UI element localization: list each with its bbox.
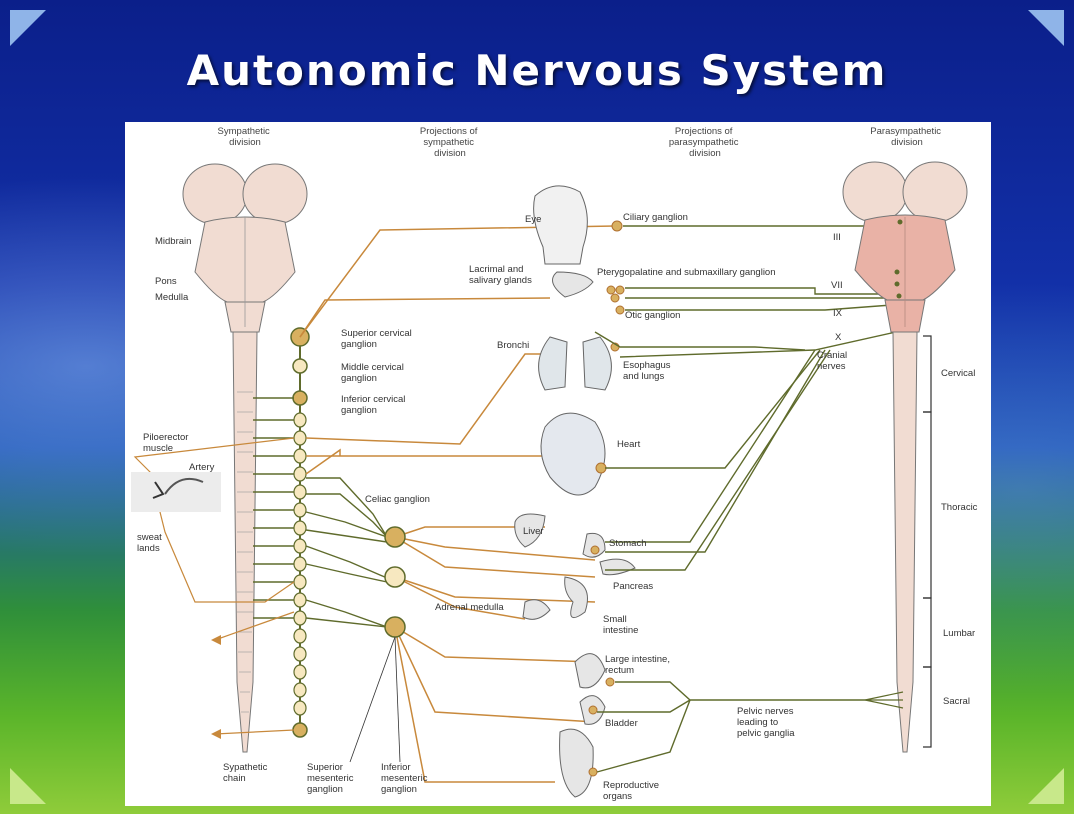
label-region-sacral: Sacral <box>943 696 970 707</box>
large-intestine-illustration <box>575 654 605 688</box>
label-region-cervical: Cervical <box>941 368 975 379</box>
celiac-ganglion-node <box>385 527 405 547</box>
label-superior-mesenteric-ganglion: Superior mesenteric ganglion <box>307 762 356 795</box>
region-brackets <box>923 336 931 747</box>
slide-title: Autonomic Nervous System <box>0 46 1074 95</box>
label-pancreas: Pancreas <box>613 581 653 592</box>
label-cranial-nerves: Cranial nerves <box>817 350 850 372</box>
left-lung <box>539 337 567 390</box>
label-region-thoracic: Thoracic <box>941 502 978 513</box>
superior-mesenteric-ganglion-node <box>385 567 405 587</box>
label-small-intestine: Small intestine <box>603 614 638 636</box>
parasympathetic-terminal-ganglia <box>589 221 624 776</box>
label-celiac-ganglion: Celiac ganglion <box>365 494 430 505</box>
corner-decoration <box>1028 10 1064 46</box>
label-lacrimal-salivary: Lacrimal and salivary glands <box>469 264 532 286</box>
diagram-svg: Sympathetic division Projections of symp… <box>125 122 991 806</box>
label-pelvic-nerves: Pelvic nerves leading to pelvic ganglia <box>737 706 796 739</box>
sympathetic-brain <box>183 164 307 332</box>
header-parasympathetic-division: Parasympathetic division <box>870 126 943 148</box>
parasympathetic-brain <box>843 162 967 332</box>
label-reproductive-organs: Reproductive organs <box>603 780 662 802</box>
label-stomach: Stomach <box>609 538 647 549</box>
label-sweat-glands: sweat lands <box>137 532 164 554</box>
small-intestine-illustration <box>565 577 588 618</box>
label-adrenal-medulla: Adrenal medulla <box>435 602 504 613</box>
label-sympathetic-chain: Sypathetic chain <box>223 762 270 784</box>
label-region-lumbar: Lumbar <box>943 628 975 639</box>
adrenal-illustration <box>523 600 550 620</box>
autonomic-diagram: Sympathetic division Projections of symp… <box>125 122 991 806</box>
label-cn-vii: VII <box>831 280 843 291</box>
label-pterygopalatine-ganglion: Pterygopalatine and submaxillary ganglio… <box>597 267 776 278</box>
label-otic-ganglion: Otic ganglion <box>625 310 680 321</box>
corner-decoration <box>10 768 46 804</box>
parasympathetic-fibers <box>595 226 905 772</box>
label-artery: Artery <box>189 462 215 473</box>
label-medulla: Medulla <box>155 292 189 303</box>
label-inferior-cervical-ganglion: Inferior cervical ganglion <box>341 394 408 416</box>
leader-line <box>350 637 395 762</box>
reproductive-illustration <box>560 729 594 797</box>
label-ciliary-ganglion: Ciliary ganglion <box>623 212 688 223</box>
label-cn-iii: III <box>833 232 841 243</box>
middle-cervical-ganglion-node <box>293 359 307 373</box>
label-middle-cervical-ganglion: Middle cervical ganglion <box>341 362 406 384</box>
skin-inset <box>131 472 221 512</box>
label-bladder: Bladder <box>605 718 638 729</box>
heart-illustration <box>541 413 605 495</box>
label-heart: Heart <box>617 439 641 450</box>
inferior-cervical-ganglion-node <box>293 391 307 405</box>
leader-line <box>395 637 400 762</box>
label-pons: Pons <box>155 276 177 287</box>
prevertebral-ganglia <box>385 527 405 637</box>
sacral-outflow <box>865 692 903 708</box>
sympathetic-spinal-cord <box>233 332 257 752</box>
pancreas-illustration <box>600 559 635 575</box>
label-esophagus-lungs: Esophagus and lungs <box>623 360 673 382</box>
parasympathetic-spinal-cord <box>893 332 917 752</box>
salivary-gland-illustration <box>553 272 594 297</box>
label-cn-x: X <box>835 332 842 343</box>
arrowhead <box>211 729 221 739</box>
label-eye: Eye <box>525 214 541 225</box>
corner-decoration <box>10 10 46 46</box>
right-lung <box>583 337 611 390</box>
chain-ganglia <box>294 413 306 715</box>
header-projections-parasympathetic: Projections of parasympathetic division <box>669 126 741 159</box>
label-midbrain: Midbrain <box>155 236 191 247</box>
header-sympathetic-division: Sympathetic division <box>218 126 273 148</box>
head-illustration <box>534 186 588 264</box>
arrowhead <box>211 635 221 645</box>
header-projections-sympathetic: Projections of sympathetic division <box>420 126 480 159</box>
label-liver: Liver <box>523 526 544 537</box>
sympathetic-preganglionic-fibers <box>253 398 387 627</box>
label-superior-cervical-ganglion: Superior cervical ganglion <box>341 328 414 350</box>
label-bronchi: Bronchi <box>497 340 529 351</box>
inferior-mesenteric-ganglion-node <box>385 617 405 637</box>
label-large-intestine: Large intestine, rectum <box>605 654 673 676</box>
label-cn-ix: IX <box>833 308 843 319</box>
corner-decoration <box>1028 768 1064 804</box>
sympathetic-chain <box>291 328 309 737</box>
